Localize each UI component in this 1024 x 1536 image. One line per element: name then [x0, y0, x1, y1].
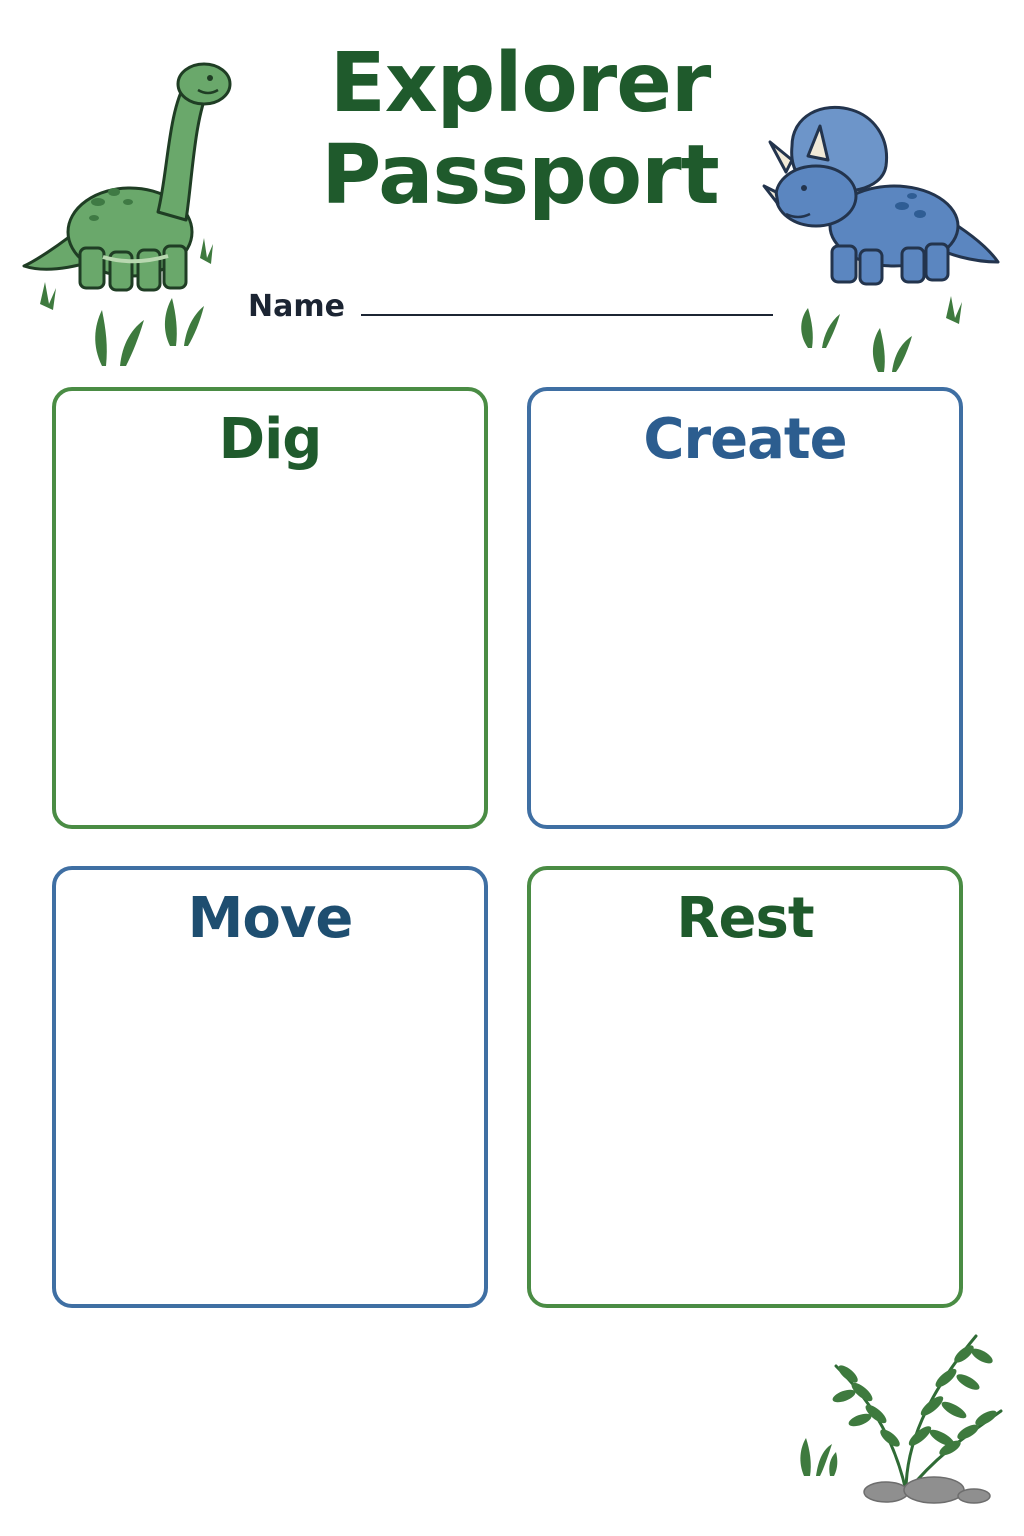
section-dig[interactable]: Dig [52, 387, 488, 829]
page-title: Explorer Passport [250, 38, 790, 222]
grass-tufts-right [801, 296, 962, 372]
triceratops-icon [762, 105, 1000, 286]
section-title-dig: Dig [218, 407, 323, 472]
name-write-line[interactable] [360, 314, 773, 316]
section-title-create: Create [643, 407, 847, 472]
title-line-1: Explorer [329, 36, 712, 131]
name-field[interactable]: Name [248, 274, 773, 324]
section-rest[interactable]: Rest [527, 866, 963, 1308]
section-move[interactable]: Move [52, 866, 488, 1308]
fern-icon [800, 1334, 1003, 1504]
section-create[interactable]: Create [527, 387, 963, 829]
title-line-2: Passport [321, 128, 720, 223]
section-title-move: Move [187, 886, 354, 951]
grass-tufts-left [40, 238, 213, 366]
brachiosaurus-icon [22, 62, 232, 292]
name-label: Name [248, 289, 345, 324]
section-title-rest: Rest [676, 886, 814, 951]
